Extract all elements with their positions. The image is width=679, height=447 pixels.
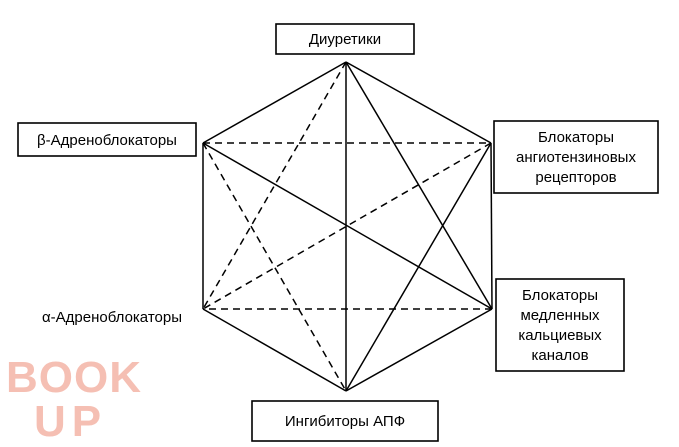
node-ace-inhibitors-label: Ингибиторы АПФ <box>285 413 405 430</box>
edge-diuretics-beta-blockers <box>202 61 347 144</box>
node-arb: Блокаторы ангиотензиновых рецепторов <box>493 120 659 194</box>
node-beta-blockers-label: β-Адреноблокаторы <box>37 132 177 149</box>
edge-diuretics-ccb <box>345 61 493 310</box>
edge-alpha-blockers-ace-inhibitors <box>202 308 347 392</box>
node-ccb: Блокаторы медленных кальциевых каналов <box>495 278 625 372</box>
node-ccb-label-line2: медленных <box>520 307 600 324</box>
node-alpha-blockers: α-Адреноблокаторы <box>42 309 182 326</box>
edge-arb-ace-inhibitors <box>345 142 492 392</box>
node-ccb-label-line1: Блокаторы <box>522 287 598 304</box>
bookup-watermark: BOOK UP <box>6 353 142 446</box>
node-ccb-label-line3: кальциевых <box>518 327 602 344</box>
node-diuretics-box <box>275 23 415 55</box>
node-beta-blockers-box <box>17 122 197 157</box>
node-ccb-box <box>495 278 625 372</box>
node-alpha-blockers-label: α-Адреноблокаторы <box>42 309 182 326</box>
node-ace-inhibitors-box <box>251 400 439 442</box>
node-ace-inhibitors: Ингибиторы АПФ <box>251 400 439 442</box>
watermark-line1: BOOK <box>6 353 142 402</box>
node-arb-label-line2: ангиотензиновых <box>516 149 636 166</box>
edge-ccb-ace-inhibitors <box>345 308 493 392</box>
node-beta-blockers: β-Адреноблокаторы <box>17 122 197 157</box>
edge-diuretics-alpha-blockers <box>202 61 347 310</box>
node-diuretics: Диуретики <box>275 23 415 55</box>
node-ccb-label-line4: каналов <box>531 347 588 364</box>
edge-arb-ccb <box>490 142 493 310</box>
node-arb-box <box>493 120 659 194</box>
edge-diuretics-arb <box>345 61 492 144</box>
edge-beta-blockers-ace-inhibitors <box>202 142 347 392</box>
edges <box>202 61 493 392</box>
node-diuretics-label: Диуретики <box>309 31 381 48</box>
watermark-line2: UP <box>34 397 107 446</box>
node-arb-label-line1: Блокаторы <box>538 129 614 146</box>
edge-arb-alpha-blockers <box>202 142 492 310</box>
edge-beta-blockers-ccb <box>202 142 493 310</box>
node-arb-label-line3: рецепторов <box>535 169 616 186</box>
